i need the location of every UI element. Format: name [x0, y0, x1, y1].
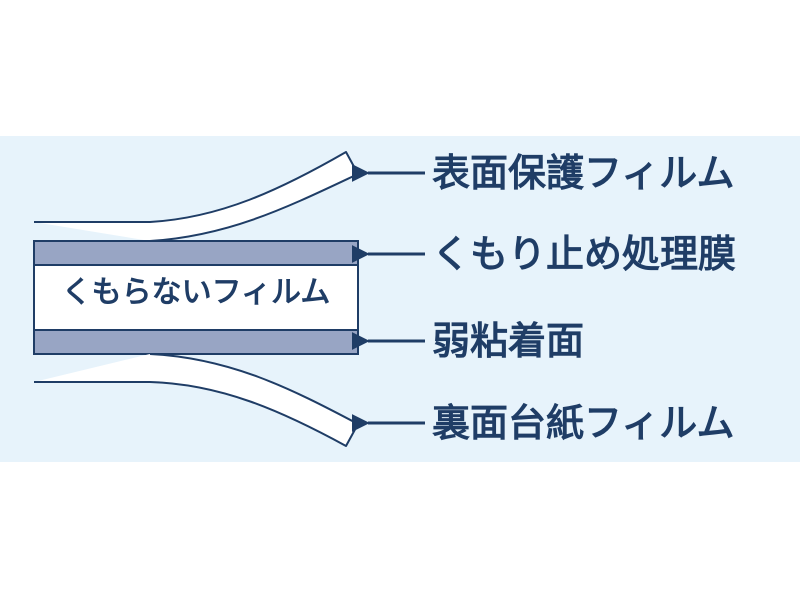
film-core-shape	[33, 264, 359, 331]
antifog-layer-shape	[33, 240, 359, 266]
antifog-layer-label: くもり止め処理膜	[432, 232, 737, 276]
film-core-label: くもらないフィルム	[61, 275, 331, 310]
backing-film-label: 裏面台紙フィルム	[432, 401, 735, 445]
backing-film-shape	[34, 353, 359, 447]
adhesive-label: 弱粘着面	[432, 319, 585, 363]
surface-film-shape	[34, 151, 359, 242]
adhesive-layer-shape	[33, 329, 359, 355]
surface-film-label: 表面保護フィルム	[432, 151, 735, 195]
